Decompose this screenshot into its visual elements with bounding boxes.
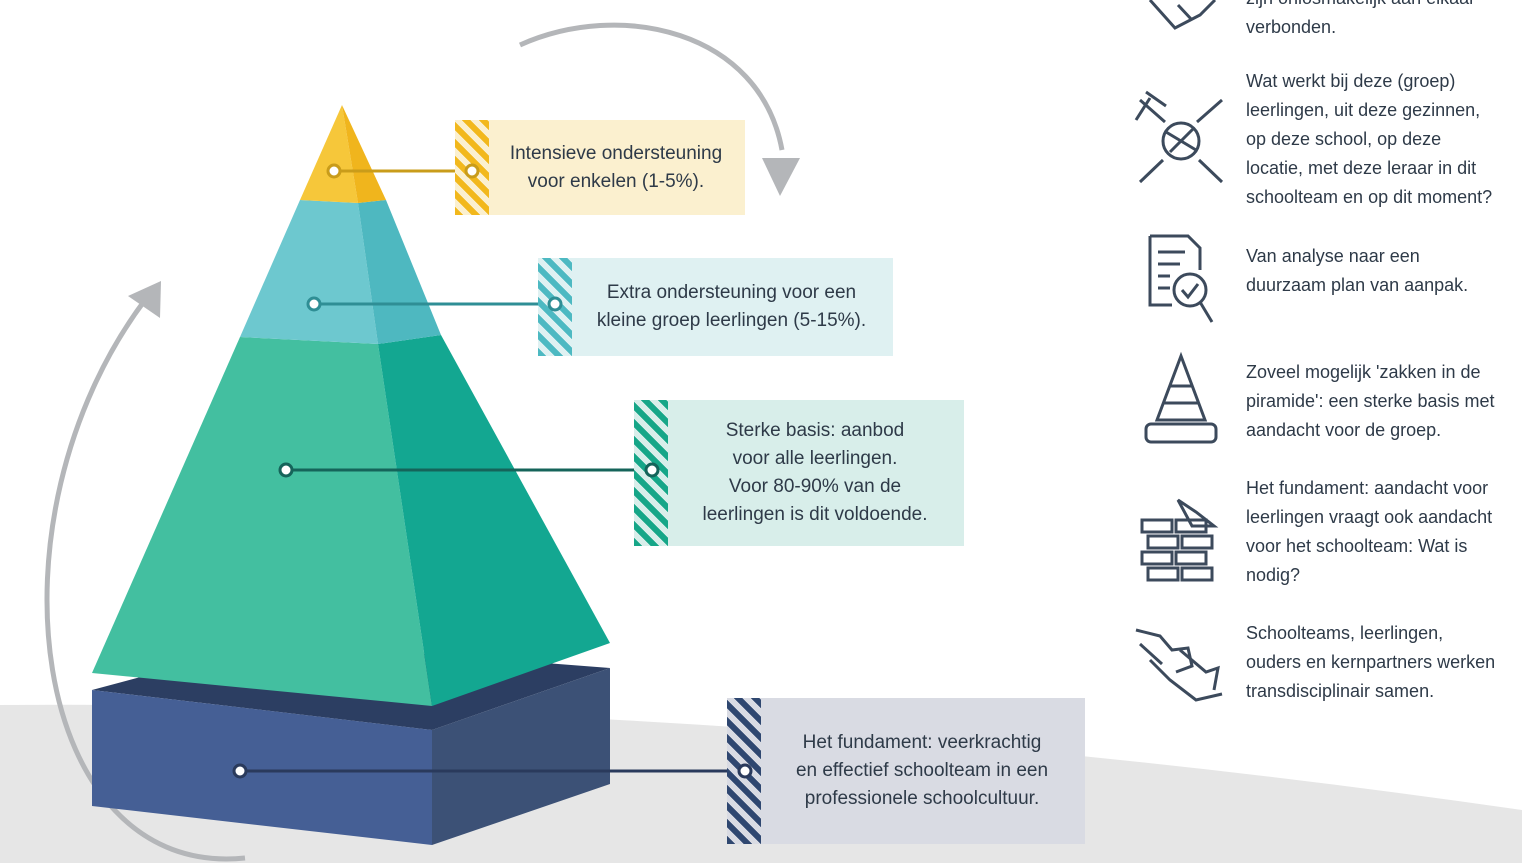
callout-base-text: Sterke basis: aanbod voor alle leerlinge… — [702, 420, 928, 525]
base-right-face — [378, 335, 610, 706]
side-item-5: Het fundament: aandacht voor leerlingen … — [1246, 478, 1493, 585]
callout-base: Sterke basis: aanbod voor alle leerlinge… — [634, 400, 964, 546]
pyramid-icon — [1144, 351, 1218, 444]
middle-left-face — [240, 200, 378, 344]
callout-middle-text: Extra ondersteuning voor een kleine groe… — [596, 282, 867, 331]
top-left-face — [300, 105, 358, 203]
brick-wall-icon — [1140, 498, 1219, 582]
left-arrow — [44, 298, 246, 862]
foundation-front-face — [92, 690, 432, 845]
side-item-1: zijn onlosmakelijk aan elkaar verbonden. — [1246, 0, 1475, 37]
top-arrow-head — [762, 158, 800, 196]
top-arrow — [518, 22, 785, 151]
callout-middle: Extra ondersteuning voor een kleine groe… — [538, 258, 893, 356]
callout-base-hatch — [634, 400, 668, 546]
left-arrow-head — [128, 281, 161, 318]
callout-top: Intensieve ondersteuning voor enkelen (1… — [455, 120, 745, 215]
side-item-3: Van analyse naar een duurzaam plan van a… — [1246, 246, 1469, 295]
callout-foundation: Het fundament: veerkrachtig en effectief… — [727, 698, 1085, 844]
side-item-4: Zoveel mogelijk 'zakken in de piramide':… — [1246, 362, 1495, 440]
handshake-icon — [1148, 0, 1217, 30]
middle-right-face — [358, 200, 441, 344]
team-hands-icon — [1134, 90, 1224, 184]
callout-top-text: Intensieve ondersteuning voor enkelen (1… — [509, 142, 723, 192]
callout-foundation-text: Het fundament: veerkrachtig en effectief… — [795, 732, 1049, 809]
side-item-2: Wat werkt bij deze (groep) leerlingen, u… — [1246, 71, 1493, 207]
foundation-side-face — [432, 668, 610, 845]
document-magnifier-icon — [1148, 234, 1214, 323]
callout-foundation-hatch — [727, 698, 761, 844]
puzzle-hands-icon — [1135, 628, 1223, 702]
base-left-face — [92, 337, 432, 706]
callout-middle-hatch — [538, 258, 572, 356]
top-right-face — [342, 105, 386, 203]
side-item-6: Schoolteams, leerlingen, ouders en kernp… — [1246, 623, 1496, 701]
callout-top-hatch — [455, 120, 489, 215]
